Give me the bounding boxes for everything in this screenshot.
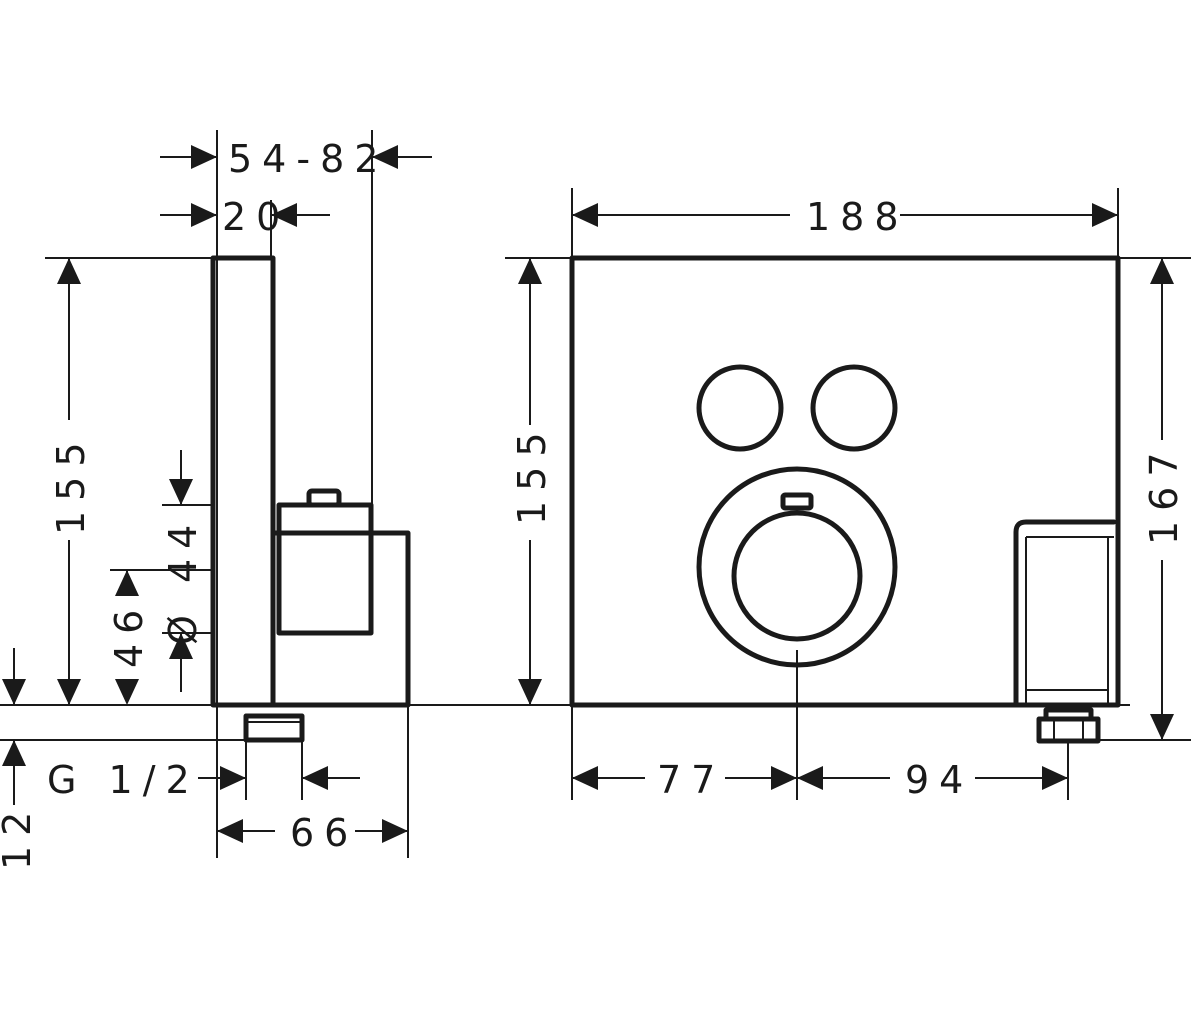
label-side-height: 155 <box>49 432 93 535</box>
label-diameter: Ø 44 <box>161 515 205 645</box>
front-nut <box>1036 716 1101 744</box>
label-height-46: 46 <box>107 600 151 668</box>
side-view <box>210 255 411 743</box>
label-right-offset: 94 <box>905 758 973 802</box>
button-left <box>696 364 784 452</box>
side-handle-block <box>276 502 374 636</box>
side-top-knob <box>306 488 342 508</box>
dimension-lines <box>2 145 1174 843</box>
label-thread: G 1/2 <box>47 758 200 802</box>
label-width: 188 <box>806 195 909 239</box>
label-front-height: 155 <box>510 422 554 525</box>
extension-lines <box>0 130 1191 858</box>
thermostat-knob <box>731 510 863 642</box>
label-total-height: 167 <box>1142 442 1186 545</box>
thermostat-ring <box>696 466 898 668</box>
label-depth-66: 66 <box>290 811 358 855</box>
outlet-housing <box>1013 519 1117 708</box>
side-cover-plate <box>210 255 276 708</box>
thermostat-marker <box>780 492 814 511</box>
button-right <box>810 364 898 452</box>
side-body <box>270 530 411 708</box>
label-dim-12: 12 <box>0 802 39 870</box>
dimension-labels: 54-82 20 155 Ø 44 46 G 1/2 12 66 188 155… <box>0 137 1186 870</box>
front-nut-top <box>1043 707 1094 722</box>
label-plate-depth: 20 <box>222 195 290 239</box>
front-view <box>569 255 1121 744</box>
label-left-offset: 77 <box>657 758 725 802</box>
side-connector <box>243 713 305 743</box>
label-depth-range: 54-82 <box>228 137 388 181</box>
